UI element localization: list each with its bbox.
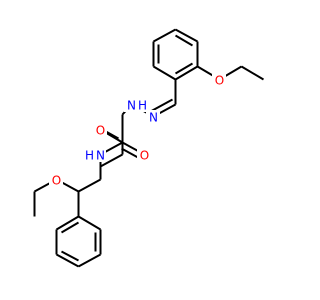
label-background xyxy=(82,148,106,162)
bond xyxy=(150,98,173,113)
label-background xyxy=(146,110,160,124)
label-background xyxy=(93,123,107,137)
bond xyxy=(152,65,177,81)
atom-label-nitrogen: N xyxy=(127,99,136,113)
bond xyxy=(100,153,123,168)
label-background xyxy=(212,73,226,87)
bond xyxy=(56,253,79,268)
bond xyxy=(240,65,265,81)
bond xyxy=(174,65,199,81)
label-background xyxy=(49,173,63,187)
atom-label-hydrogen: H xyxy=(138,99,147,113)
atom-label-oxygen: O xyxy=(140,149,149,163)
bond xyxy=(175,28,198,43)
bond xyxy=(77,215,102,231)
atom-labels: O N N H O O H N O xyxy=(49,73,226,188)
label-background xyxy=(137,148,151,162)
atom-label-nitrogen: N xyxy=(96,149,105,163)
atom-label-oxygen: O xyxy=(215,74,224,88)
atom-label-hydrogen: H xyxy=(85,149,94,163)
label-background xyxy=(124,98,148,112)
bond xyxy=(78,178,101,193)
bond xyxy=(55,215,80,231)
molecule-structure: O N N H O O H N O xyxy=(33,28,265,268)
bond xyxy=(60,221,80,234)
atom-label-oxygen: O xyxy=(52,174,61,188)
atom-label-oxygen: O xyxy=(96,124,105,138)
bond xyxy=(174,62,194,75)
bond xyxy=(153,28,176,43)
bond xyxy=(78,253,101,268)
atom-label-nitrogen: N xyxy=(149,111,158,125)
bond xyxy=(61,250,79,262)
bond xyxy=(174,34,194,47)
